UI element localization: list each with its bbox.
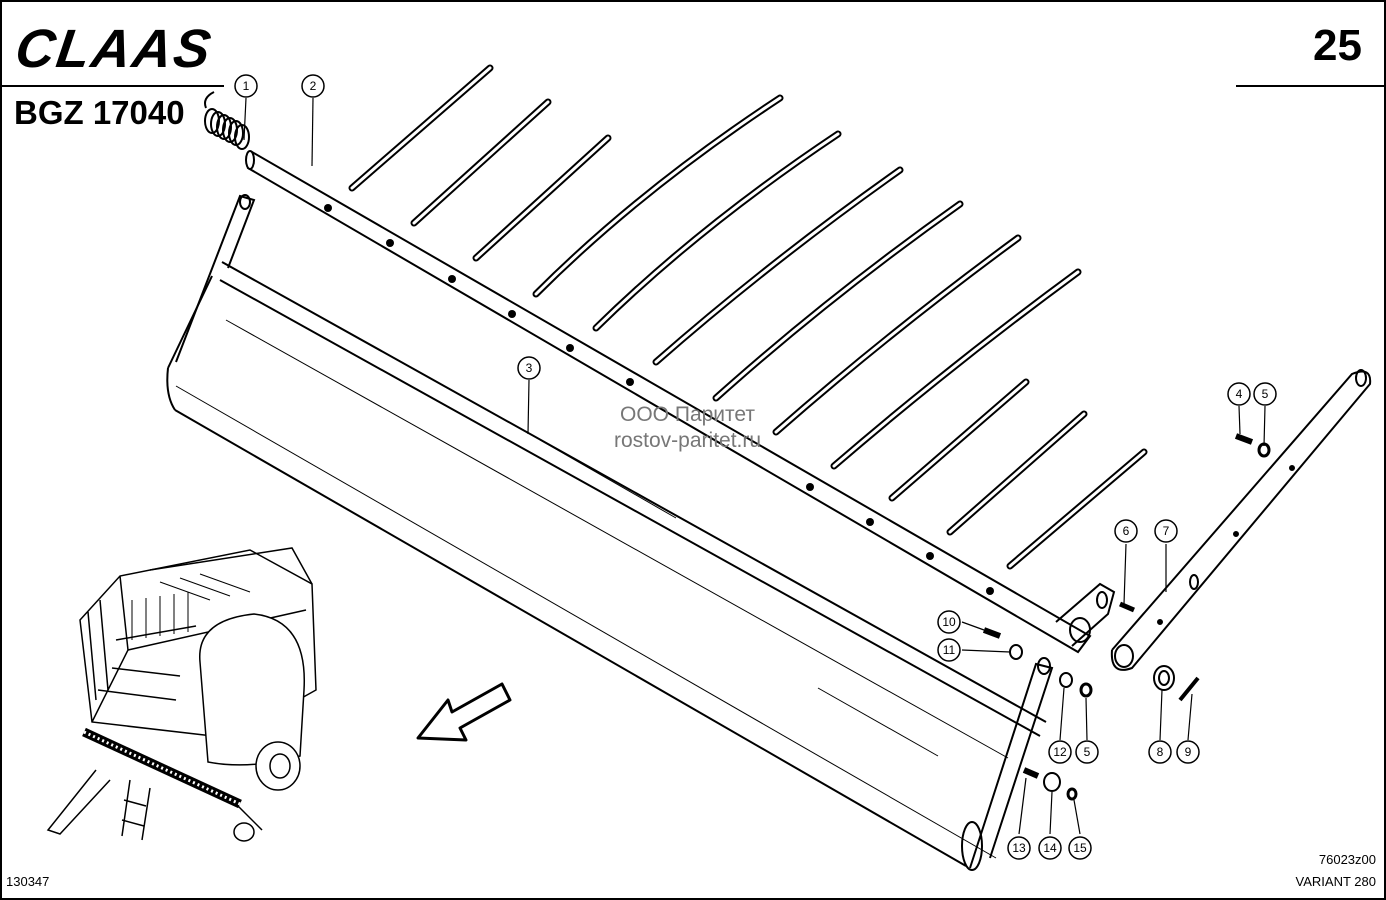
watermark-company: ООО Паритет bbox=[620, 403, 756, 426]
drawing-number: 76023z00 bbox=[1318, 852, 1376, 867]
guide-plate-part bbox=[166, 194, 1054, 871]
callout-13: 13 bbox=[1012, 841, 1026, 855]
arrow-down-left-icon bbox=[416, 682, 512, 742]
watermark-website: rostov-paritet.ru bbox=[614, 429, 762, 453]
watermark: ООО Паритет rostov-paritet.ru bbox=[614, 402, 761, 455]
callout-6: 6 bbox=[1123, 524, 1130, 538]
machine-model: VARIANT 280 bbox=[1295, 874, 1376, 889]
round-baler-icon bbox=[46, 547, 317, 842]
callout-4: 4 bbox=[1236, 387, 1243, 401]
callout-7: 7 bbox=[1163, 524, 1170, 538]
brand-logo: CLAAS bbox=[11, 19, 217, 79]
drawing-code-left: 130347 bbox=[6, 874, 50, 889]
callout-5-upper: 5 bbox=[1262, 387, 1269, 401]
callout-11: 11 bbox=[943, 643, 956, 657]
callout-5-lower: 5 bbox=[1084, 745, 1091, 759]
callout-1: 1 bbox=[243, 79, 250, 93]
leader-lines bbox=[243, 97, 1266, 835]
callout-15: 15 bbox=[1073, 841, 1087, 855]
callout-8: 8 bbox=[1157, 745, 1164, 759]
assembly-group-code: BGZ 17040 bbox=[14, 94, 185, 131]
spring-part bbox=[204, 91, 250, 150]
callout-12: 12 bbox=[1053, 745, 1067, 759]
callout-10: 10 bbox=[942, 615, 956, 629]
callout-14: 14 bbox=[1043, 841, 1057, 855]
callout-labels: 1 2 3 4 5 6 7 8 9 10 11 12 5 13 14 15 bbox=[243, 79, 1269, 855]
callout-9: 9 bbox=[1185, 745, 1192, 759]
callout-circles bbox=[234, 74, 1277, 860]
tines-inner bbox=[350, 66, 1146, 568]
tines-group bbox=[348, 64, 1148, 570]
drive-arm-part bbox=[982, 369, 1372, 801]
callout-2: 2 bbox=[310, 79, 317, 93]
callout-3: 3 bbox=[526, 361, 533, 375]
page-number: 25 bbox=[1313, 21, 1362, 70]
shaft-tube-part bbox=[245, 150, 1092, 654]
